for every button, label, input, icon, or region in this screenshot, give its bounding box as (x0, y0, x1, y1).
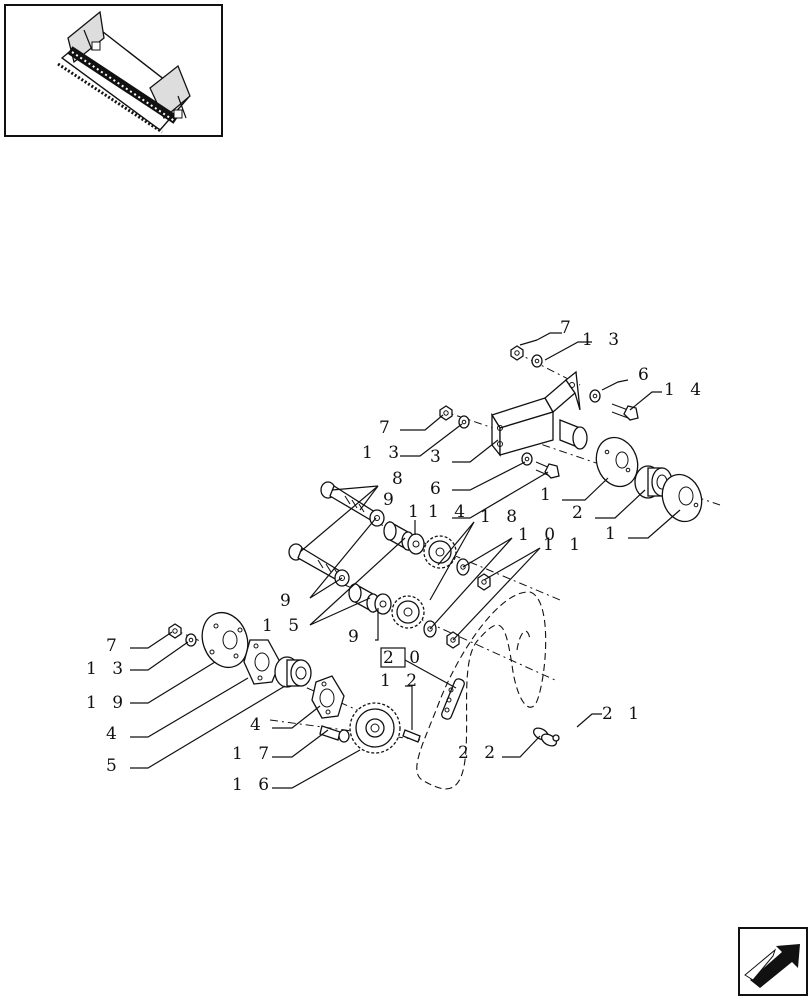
washer-part-13-top (531, 354, 543, 368)
roller-chain-path-inner (516, 630, 531, 651)
callout-labels: 7 1 3 6 1 4 7 1 3 3 6 1 4 1 2 1 8 9 1 1 … (86, 318, 706, 795)
callout-3: 3 (430, 447, 446, 467)
flange-part-1-lower (661, 473, 703, 523)
nut-part-7-mid (439, 405, 453, 421)
callout-22: 2 2 (458, 743, 500, 763)
flange-plate-part-19 (201, 611, 249, 669)
callout-6-mid: 6 (430, 479, 446, 499)
callout-10: 1 0 (518, 525, 560, 545)
callout-4-left: 4 (106, 724, 122, 744)
roller-chain-path (416, 591, 547, 790)
callout-7-mid: 7 (379, 418, 395, 438)
stub-shaft (559, 419, 588, 450)
callout-13-top: 1 3 (582, 330, 624, 350)
callout-14-top: 1 4 (664, 380, 706, 400)
washer-part-13-mid (458, 415, 470, 429)
callout-4-right: 4 (250, 715, 266, 735)
callout-9-left: 9 (280, 591, 296, 611)
bolt-part-14-mid (535, 461, 560, 479)
callout-7-top: 7 (560, 318, 576, 338)
callout-11: 1 1 (543, 535, 585, 555)
callout-13-mid: 1 3 (362, 443, 404, 463)
callout-14-mid: 1 4 (428, 502, 470, 522)
callout-1-small: 1 (408, 502, 424, 522)
callout-15: 1 5 (262, 616, 304, 636)
callout-5: 5 (106, 756, 122, 776)
header-assembly-thumbnail (57, 10, 191, 134)
callout-16: 1 6 (232, 775, 274, 795)
leader-lines (130, 332, 681, 789)
flange-part-4-upper (243, 639, 281, 685)
spacer-part-9-lower-2 (374, 593, 392, 615)
callout-18: 1 8 (480, 507, 522, 527)
idler-bolt-upper (320, 481, 379, 523)
callout-13-low: 1 3 (86, 659, 128, 679)
idler-sprocket-lower (391, 595, 425, 629)
bracket-part-3 (491, 370, 581, 457)
bolt-part-17 (319, 725, 350, 743)
callout-19: 1 9 (86, 693, 128, 713)
callout-1-upper: 1 (540, 485, 556, 505)
bushing-part-15-lower (348, 582, 380, 614)
callout-6-top: 6 (638, 365, 654, 385)
bearing-part-5 (274, 656, 312, 688)
nut-part-7-low (168, 623, 182, 639)
nut-part-11-upper (477, 573, 491, 591)
chain-link-part-20 (441, 678, 465, 720)
callout-9-low: 9 (348, 627, 364, 647)
washer-part-6-top (589, 389, 601, 403)
flange-part-4-lower (311, 675, 345, 719)
spacer-part-9-upper-2 (407, 533, 425, 555)
spacer-part-9-upper (369, 509, 385, 527)
callout-20: 2 0 (383, 648, 425, 668)
nut-part-7-top (510, 345, 524, 361)
callout-21: 2 1 (602, 704, 644, 724)
bolt-part-14-top (611, 403, 639, 421)
callout-1-lower: 1 (605, 524, 621, 544)
callout-9-upper: 9 (383, 490, 399, 510)
callout-7-low: 7 (106, 636, 122, 656)
drive-sprocket-part-16 (349, 702, 401, 754)
callout-17: 1 7 (232, 744, 274, 764)
next-page-arrow-icon[interactable] (738, 927, 808, 996)
callout-8: 8 (392, 469, 408, 489)
flange-part-1-upper (595, 436, 639, 488)
washer-part-13-low (185, 633, 197, 647)
connecting-link-part-21 (532, 727, 560, 747)
callout-12: 1 2 (380, 671, 422, 691)
key-part-12 (402, 729, 421, 743)
callout-2: 2 (572, 503, 588, 523)
idler-sprocket-upper (423, 535, 457, 569)
label-20-box (380, 647, 406, 668)
